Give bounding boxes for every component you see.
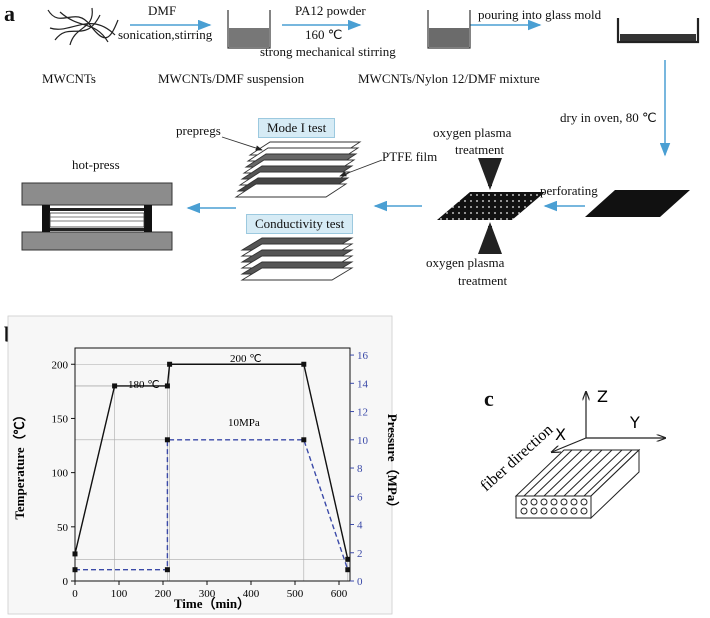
panel-c-letter: c [484,386,494,411]
label-pa12: PA12 powder [295,3,366,18]
label-strong-stirring: strong mechanical stirring [260,44,396,59]
temperature-point [72,551,78,557]
axis-z-label: Z [597,387,608,406]
temperature-point [345,556,351,562]
pressure-point [301,437,307,443]
x-tick-label: 400 [243,588,260,600]
label-prepregs: prepregs [176,123,221,138]
temperature-point [167,361,173,367]
y2-tick-label: 10 [357,435,369,447]
label-suspension: MWCNTs/DMF suspension [158,71,305,86]
y2-tick-label: 2 [357,548,363,560]
annotation-10mpa: 10MPa [228,417,260,429]
x-tick-label: 600 [331,588,348,600]
perforated-film-icon [437,192,545,220]
y2-tick-label: 12 [357,407,368,419]
label-ptfe: PTFE film [382,149,438,164]
beaker-mixture-icon [427,10,471,49]
pressure-series-line [75,439,349,571]
film-icon [585,190,690,217]
mode-i-test-box: Mode I test [258,118,336,138]
laminate-diagram: Z Y X fiber direction [480,387,710,520]
temperature-point [301,361,307,367]
label-perforating: perforating [540,183,598,198]
mwcnts-icon [47,7,119,46]
label-mwcnts: MWCNTs [42,71,96,86]
mode-i-stack-icon [234,141,362,198]
pressure-point [72,567,78,573]
label-plasma-top-2: treatment [455,142,505,157]
glass-mold-icon [616,18,700,44]
annotation-180: 180 ℃ [128,379,160,391]
y-tick-label: 200 [52,359,69,371]
temperature-series-line [74,363,349,560]
cure-cycle-chart: 0 100 200 300 400 500 600 0 50 100 150 200 0 2 4 6 8 10 12… [7,315,400,615]
x-tick-label: 100 [111,588,128,600]
label-pouring: pouring into glass mold [478,7,602,22]
chart-xlabel: Time（min） [174,596,250,611]
label-dry: dry in oven, 80 ℃ [560,110,657,125]
y-tick-label: 50 [57,522,69,534]
chart-ylabel: Temperature（℃） [12,408,27,519]
y2-tick-label: 14 [357,378,369,390]
x-tick-label: 0 [72,588,78,600]
x-tick-label: 300 [199,588,216,600]
pressure-point [345,567,351,573]
conductivity-stack-icon [240,237,354,281]
temperature-point [112,383,118,389]
panel-a-letter: a [4,1,15,26]
label-plasma-bottom-2: treatment [458,273,508,288]
conductivity-test-box: Conductivity test [246,214,354,234]
x-tick-label: 200 [155,588,172,600]
axis-y-label: Y [629,413,640,432]
label-dmf: DMF [148,3,177,18]
y2-tick-label: 4 [357,520,363,532]
axis-x-label: X [555,425,566,444]
chart-y2label: Pressure（MPa） [385,414,400,515]
laminate-block-icon [514,448,641,520]
label-160: 160 ℃ [305,27,343,42]
y2-tick-label: 8 [357,463,363,475]
y-tick-label: 0 [63,576,69,588]
y2-tick-label: 6 [357,491,363,503]
x-tick-label: 500 [287,588,304,600]
label-sonication: sonication,stirring [118,27,213,42]
y2-tick-label: 16 [357,350,369,362]
pressure-point [164,437,170,443]
label-mixture: MWCNTs/Nylon 12/DMF mixture [358,71,540,86]
label-hot-press: hot-press [72,157,120,172]
pressure-point [164,567,170,573]
y2-tick-label: 0 [357,576,363,588]
y-tick-label: 150 [52,413,69,425]
hot-press-icon [21,182,173,251]
y-tick-label: 100 [52,468,69,480]
annotation-200: 200 ℃ [230,353,262,365]
process-diagram [21,7,700,281]
beaker-suspension-icon [227,10,271,49]
label-plasma-top-1: oxygen plasma [433,125,512,140]
temperature-point [164,383,170,389]
label-plasma-bottom-1: oxygen plasma [426,255,505,270]
